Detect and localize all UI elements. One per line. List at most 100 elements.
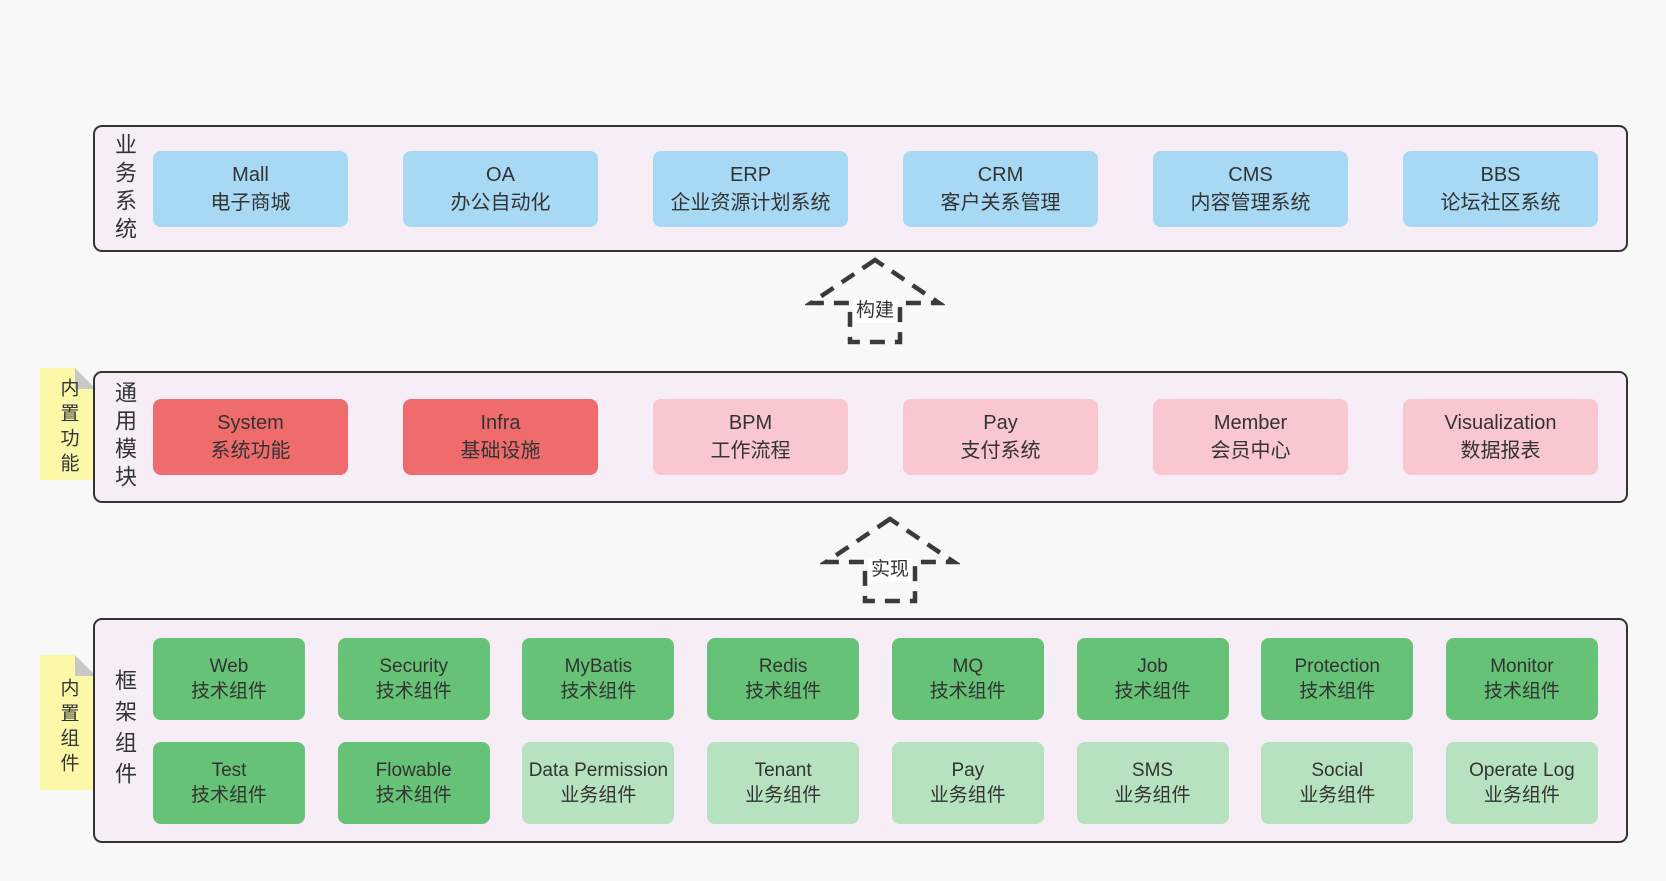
panel-content: Web 技术组件 Security 技术组件 MyBatis 技术组件 Redi… (153, 620, 1598, 841)
panel-label: 框架组件 (95, 620, 153, 841)
box-subtitle: 技术组件 (1483, 680, 1560, 702)
box-subtitle: 技术组件 (375, 784, 452, 806)
box-name: Security (379, 655, 449, 677)
box-name: BPM (728, 412, 773, 434)
box-data-permission: Data Permission 业务组件 (522, 741, 675, 824)
panel-label-text: 框架组件 (112, 668, 137, 793)
box-subtitle: 技术组件 (1114, 680, 1191, 702)
box-name: ERP (729, 163, 772, 186)
business-systems-panel: 业务系统 Mall 电子商城 OA 办公自动化 ERP 企业资源计划系统 CRM… (93, 125, 1628, 252)
box-name: Test (211, 759, 247, 781)
box-system: System 系统功能 (153, 399, 348, 475)
build-arrow: 构建 (805, 255, 945, 347)
dashed-up-arrow-icon (820, 516, 960, 604)
box-social: Social 业务组件 (1261, 741, 1414, 824)
common-modules-panel: 通用模块 System 系统功能 Infra 基础设施 BPM 工作流程 Pay… (93, 371, 1628, 503)
box-subtitle: 技术组件 (745, 680, 822, 702)
box-infra: Infra 基础设施 (403, 399, 598, 475)
box-name: CRM (977, 163, 1024, 186)
box-name: OA (486, 163, 515, 186)
box-subtitle: 业务组件 (560, 784, 637, 806)
box-subtitle: 基础设施 (460, 440, 541, 462)
box-job: Job 技术组件 (1076, 637, 1229, 720)
box-name: Web (209, 655, 249, 677)
box-flowable: Flowable 技术组件 (337, 741, 490, 824)
box-bbs: BBS 论坛社区系统 (1403, 150, 1598, 227)
implement-arrow: 实现 (820, 514, 960, 606)
box-pay: Pay 支付系统 (903, 399, 1098, 475)
box-name: Visualization (1444, 412, 1557, 434)
box-subtitle: 业务组件 (929, 784, 1006, 806)
sticky-note-builtin-features: 内置功能 (40, 368, 96, 480)
box-name: Infra (480, 412, 521, 434)
box-subtitle: 技术组件 (1299, 680, 1376, 702)
box-name: MQ (952, 655, 984, 677)
box-subtitle: 业务组件 (1483, 784, 1560, 806)
box-name: Monitor (1490, 655, 1554, 677)
box-name: SMS (1131, 759, 1174, 781)
box-subtitle: 技术组件 (929, 680, 1006, 702)
panel-label: 通用模块 (95, 373, 153, 501)
box-subtitle: 企业资源计划系统 (670, 191, 831, 214)
box-name: Tenant (754, 759, 812, 781)
arrow-label: 实现 (867, 558, 913, 582)
box-cms: CMS 内容管理系统 (1153, 150, 1348, 227)
box-name: Pay (951, 759, 985, 781)
note-text: 内置功能 (57, 378, 79, 479)
box-test: Test 技术组件 (153, 741, 305, 824)
box-redis: Redis 技术组件 (707, 637, 860, 720)
box-subtitle: 业务组件 (745, 784, 822, 806)
box-pay-business: Pay 业务组件 (891, 741, 1044, 824)
box-name: System (217, 412, 284, 434)
box-mall: Mall 电子商城 (153, 150, 348, 227)
framework-row-1: Web 技术组件 Security 技术组件 MyBatis 技术组件 Redi… (153, 637, 1598, 720)
box-subtitle: 支付系统 (960, 440, 1041, 462)
box-security: Security 技术组件 (337, 637, 490, 720)
box-visualization: Visualization 数据报表 (1403, 399, 1598, 475)
box-subtitle: 论坛社区系统 (1440, 191, 1561, 214)
box-name: Data Permission (528, 759, 669, 781)
box-name: MyBatis (564, 655, 633, 677)
box-name: Member (1213, 412, 1288, 434)
box-name: Redis (758, 655, 808, 677)
box-name: Mall (232, 163, 269, 186)
box-erp: ERP 企业资源计划系统 (653, 150, 848, 227)
box-name: Job (1137, 655, 1168, 677)
panel-label-text: 业务系统 (112, 132, 137, 245)
panel-content: System 系统功能 Infra 基础设施 BPM 工作流程 Pay 支付系统… (153, 373, 1598, 501)
box-mybatis: MyBatis 技术组件 (522, 637, 675, 720)
note-text: 内置组件 (57, 677, 79, 778)
box-protection: Protection 技术组件 (1261, 637, 1414, 720)
box-subtitle: 工作流程 (710, 440, 791, 462)
panel-label: 业务系统 (95, 127, 153, 250)
box-subtitle: 会员中心 (1210, 440, 1291, 462)
box-name: Pay (983, 412, 1018, 434)
box-subtitle: 技术组件 (560, 680, 637, 702)
box-name: Protection (1294, 655, 1380, 677)
box-subtitle: 系统功能 (210, 440, 291, 462)
box-name: Operate Log (1469, 759, 1575, 781)
box-name: BBS (1480, 163, 1521, 186)
box-subtitle: 技术组件 (190, 784, 267, 806)
panel-label-text: 通用模块 (112, 381, 137, 493)
panel-content: Mall 电子商城 OA 办公自动化 ERP 企业资源计划系统 CRM 客户关系… (153, 127, 1598, 250)
box-monitor: Monitor 技术组件 (1445, 637, 1598, 720)
box-oa: OA 办公自动化 (403, 150, 598, 227)
box-mq: MQ 技术组件 (891, 637, 1044, 720)
box-name: Social (1311, 759, 1364, 781)
box-subtitle: 业务组件 (1114, 784, 1191, 806)
box-subtitle: 客户关系管理 (940, 191, 1061, 214)
box-crm: CRM 客户关系管理 (903, 150, 1098, 227)
sticky-note-builtin-components: 内置组件 (40, 655, 96, 790)
dashed-up-arrow-icon (805, 257, 945, 345)
box-member: Member 会员中心 (1153, 399, 1348, 475)
framework-row-2: Test 技术组件 Flowable 技术组件 Data Permission … (153, 741, 1598, 824)
box-sms: SMS 业务组件 (1076, 741, 1229, 824)
box-subtitle: 技术组件 (190, 680, 267, 702)
box-web: Web 技术组件 (153, 637, 305, 720)
box-tenant: Tenant 业务组件 (707, 741, 860, 824)
framework-components-panel: 框架组件 Web 技术组件 Security 技术组件 MyBatis 技术组件… (93, 618, 1628, 843)
box-subtitle: 业务组件 (1299, 784, 1376, 806)
box-subtitle: 数据报表 (1460, 440, 1541, 462)
